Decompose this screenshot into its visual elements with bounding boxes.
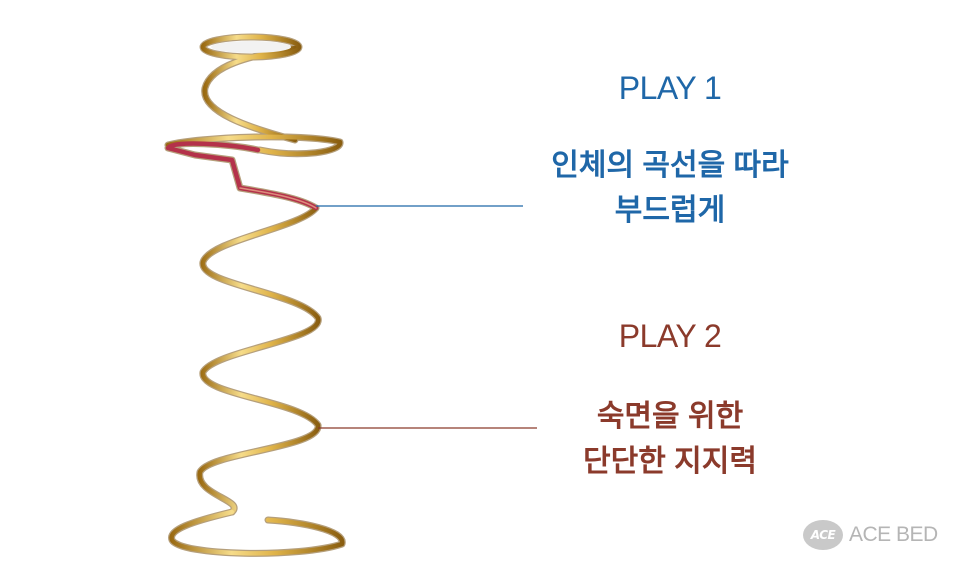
brand-badge: ACE bbox=[803, 520, 843, 550]
play1-description-line2: 부드럽게 bbox=[614, 194, 726, 227]
spring-wire bbox=[164, 33, 346, 557]
play2-description-line2: 단단한 지지력 bbox=[583, 445, 757, 478]
play1-heading: PLAY 1 bbox=[618, 70, 722, 106]
play1-description-line1: 인체의 곡선을 따라 bbox=[551, 149, 789, 182]
brand-logo: ACE ACE BED bbox=[803, 517, 938, 553]
brand-name: ACE BED bbox=[849, 523, 938, 546]
play2-description: 숙면을 위한 단단한 지지력 bbox=[500, 394, 840, 484]
play1-description: 인체의 곡선을 따라 부드럽게 bbox=[500, 143, 840, 233]
brand-badge-text: ACE bbox=[810, 528, 836, 542]
play2-description-line1: 숙면을 위한 bbox=[596, 400, 744, 433]
play2-heading: PLAY 2 bbox=[618, 318, 722, 354]
